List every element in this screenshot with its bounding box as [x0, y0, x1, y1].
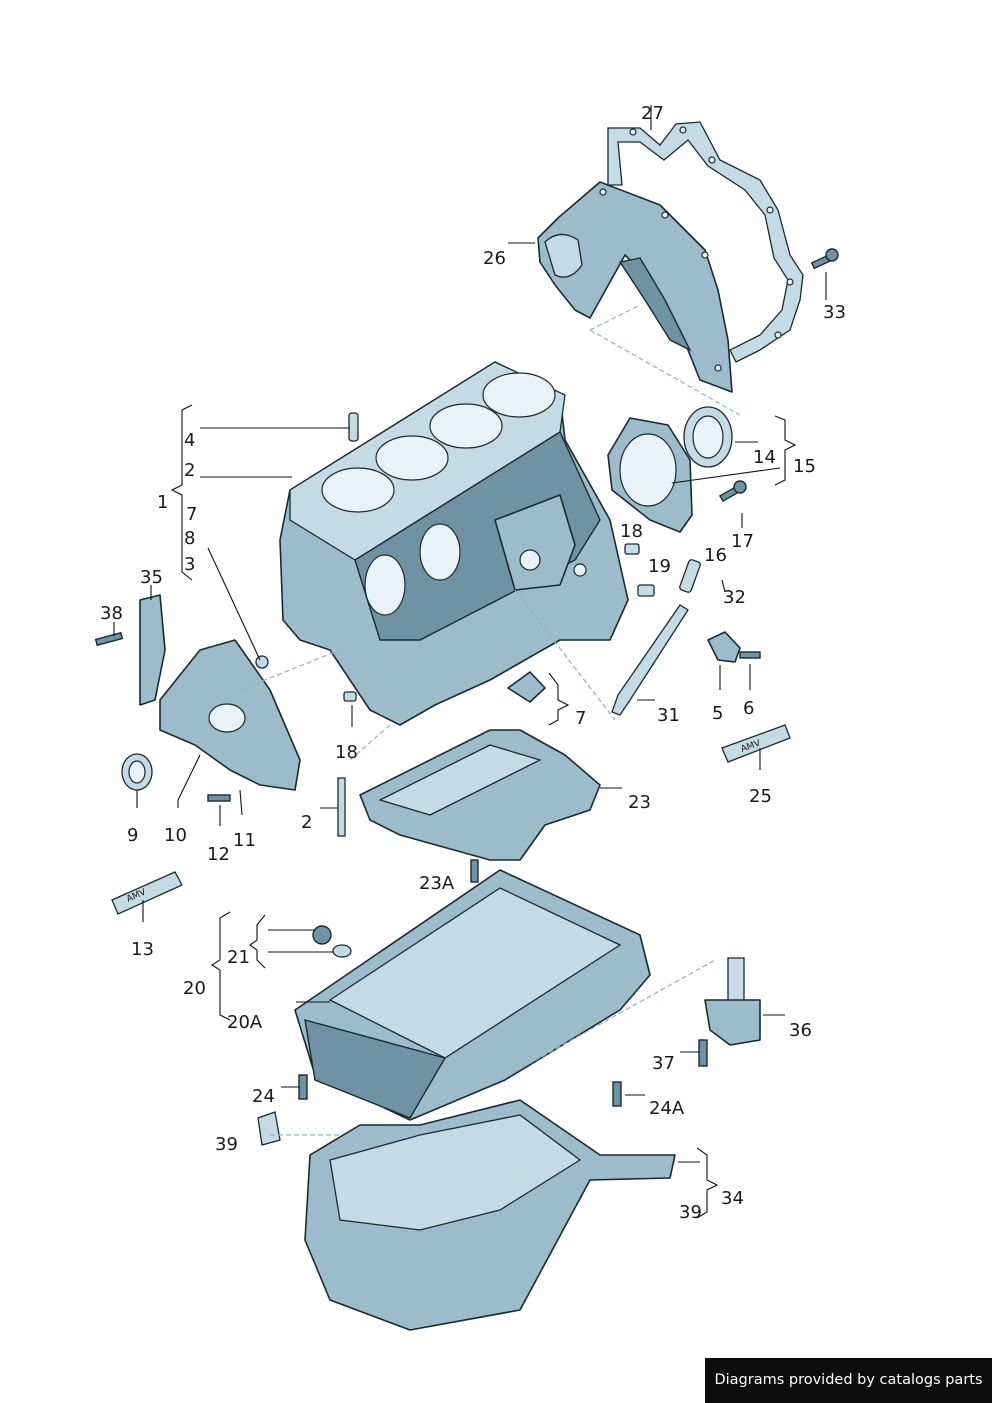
rear-gasket-27: [607, 121, 804, 363]
seal-ring-9: [121, 753, 153, 791]
bolt-17: [719, 480, 747, 503]
bolt-38: [94, 631, 124, 647]
bolt-6: [739, 651, 761, 659]
callout-11: 11: [233, 830, 256, 851]
callout-25: 25: [749, 786, 772, 807]
plug-8: [255, 655, 269, 669]
bolt-24: [298, 1074, 308, 1100]
callout-20a: 20A: [227, 1012, 263, 1033]
bolt-23a: [470, 859, 479, 883]
callout-36: 36: [789, 1020, 812, 1041]
callout-33: 33: [823, 302, 846, 323]
callout-2-lower: 2: [301, 812, 312, 833]
callout-3: 3: [184, 554, 195, 575]
bolt-24a: [612, 1081, 622, 1107]
callout-7-lower: 7: [575, 708, 586, 729]
callout-18-upper: 18: [620, 521, 643, 542]
callout-19: 19: [648, 556, 671, 577]
callout-12: 12: [207, 844, 230, 865]
callout-39-left: 39: [215, 1134, 238, 1155]
sealant-tube-13: AMV: [111, 871, 183, 915]
callout-23a: 23A: [419, 873, 455, 894]
callout-8: 8: [184, 528, 195, 549]
callout-6: 6: [743, 698, 754, 719]
drain-plug-21: [312, 925, 352, 958]
callout-37: 37: [652, 1053, 675, 1074]
callout-23: 23: [628, 792, 651, 813]
front-cover-10: [159, 639, 301, 791]
callout-5: 5: [712, 703, 723, 724]
sealant-tube-25: AMV: [721, 724, 791, 763]
plug-19: [637, 584, 655, 597]
footer-credit: Diagrams provided by catalogs parts: [705, 1358, 992, 1403]
bracket-35: [139, 594, 166, 706]
callout-24a: 24A: [649, 1098, 685, 1119]
leader-lines: [113, 105, 827, 1219]
callout-24: 24: [252, 1086, 275, 1107]
seal-ring-14: [683, 406, 733, 468]
callout-38: 38: [100, 603, 123, 624]
callout-2-upper: 2: [184, 460, 195, 481]
callout-7-upper: 7: [186, 504, 197, 525]
callout-21: 21: [227, 947, 250, 968]
callout-31: 31: [657, 705, 680, 726]
bolt-33: [810, 248, 839, 270]
baffle-plate-23: [359, 729, 601, 861]
bolt-37: [698, 1039, 708, 1067]
dipstick-tube-31: [611, 604, 689, 716]
plug-18b: [343, 691, 357, 702]
flange-5: [707, 631, 741, 663]
callout-4: 4: [184, 430, 195, 451]
cylinder-block-1: [279, 361, 629, 726]
callout-16: 16: [704, 545, 727, 566]
callout-17: 17: [731, 531, 754, 552]
seal-flange-15: [607, 417, 693, 533]
bolt-2: [337, 777, 346, 837]
plug-18a: [624, 543, 640, 555]
callout-18-lower: 18: [335, 742, 358, 763]
callout-14: 14: [753, 447, 776, 468]
callout-20: 20: [183, 978, 206, 999]
oil-level-sensor-36: [704, 957, 761, 1046]
callout-26: 26: [483, 248, 506, 269]
callout-34: 34: [721, 1188, 744, 1209]
callout-10: 10: [164, 825, 187, 846]
dowel-pin-4: [348, 412, 359, 442]
lower-guard-34: [304, 1099, 676, 1331]
oil-spray-jet-16: [679, 559, 701, 593]
callout-27: 27: [641, 103, 664, 124]
clip-39: [257, 1111, 281, 1146]
callout-15: 15: [793, 456, 816, 477]
rear-cover-plate-26: [537, 181, 733, 393]
bolt-12: [207, 794, 231, 802]
oil-sump-20: [294, 869, 651, 1121]
callout-32: 32: [723, 587, 746, 608]
callout-labels: 27 26 33 4 2 1 7 8 3 14 15 17 18 16 19 3…: [100, 103, 846, 1223]
union-7: [507, 671, 546, 703]
callout-1: 1: [157, 492, 168, 513]
callout-13: 13: [131, 939, 154, 960]
callout-9: 9: [127, 825, 138, 846]
guide-lines: [239, 304, 741, 1136]
callout-39-right: 39: [679, 1202, 702, 1223]
callout-35: 35: [140, 567, 163, 588]
